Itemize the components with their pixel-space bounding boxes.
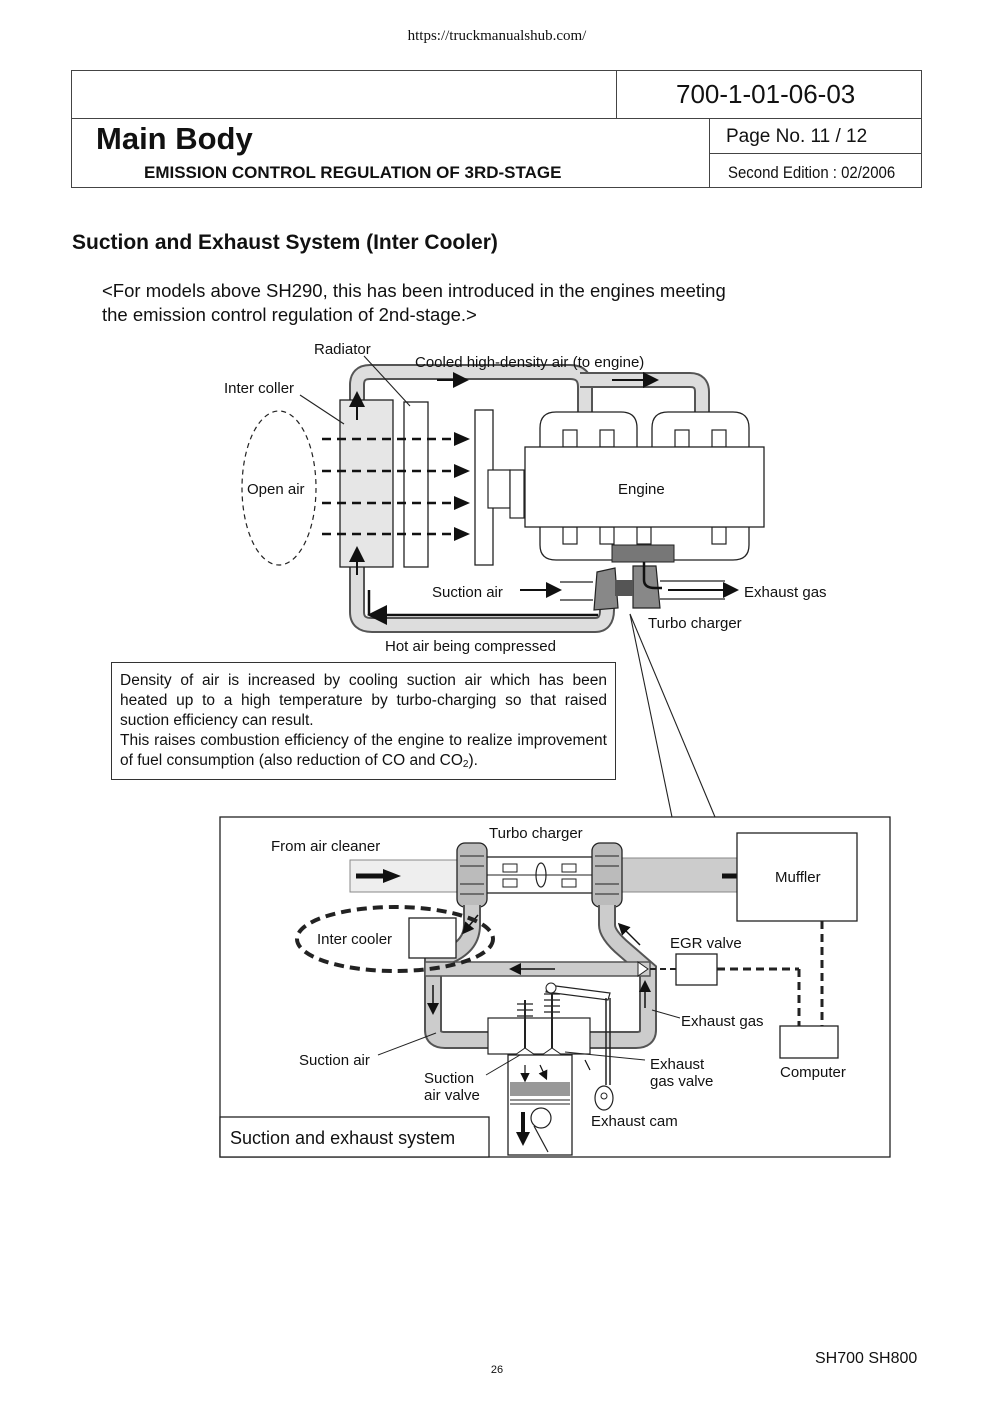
document-header: 700-1-01-06-03 Main Body EMISSION CONTRO… [71, 70, 922, 188]
label-muffler: Muffler [775, 869, 821, 886]
label-open-air: Open air [247, 481, 305, 498]
intro-line-1: <For models above SH290, this has been i… [102, 280, 726, 301]
note-paragraph-1: Density of air is increased by cooling s… [120, 672, 607, 729]
intro-line-2: the emission control regulation of 2nd-s… [102, 304, 477, 325]
label-inter-coller: Inter coller [224, 380, 294, 397]
label-egr-valve: EGR valve [670, 935, 742, 952]
label-suction-air: Suction air [432, 584, 503, 601]
footer-page-number: 26 [490, 1364, 504, 1376]
source-url[interactable]: https://truckmanualshub.com/ [407, 28, 587, 44]
label-engine: Engine [618, 481, 665, 498]
page-title: Main Body [96, 121, 253, 156]
label-suction-air-valve-line2: air valve [424, 1087, 480, 1104]
section-title: Suction and Exhaust System (Inter Cooler… [72, 231, 498, 254]
label-turbo-charger: Turbo charger [648, 615, 742, 632]
label-exhaust-gas-2: Exhaust gas [681, 1013, 764, 1030]
suction-exhaust-diagram: Turbo charger From air cleaner Muffler I… [219, 816, 891, 1158]
label-from-air-cleaner: From air cleaner [271, 838, 380, 855]
label-exhaust-gas: Exhaust gas [744, 584, 827, 601]
label-radiator: Radiator [314, 341, 371, 358]
document-number: 700-1-01-06-03 [676, 79, 856, 109]
label-inter-cooler: Inter cooler [317, 931, 392, 948]
note-paragraph-2: This raises combustion efficiency of the… [120, 732, 607, 770]
label-suction-air-valve-line1: Suction [424, 1070, 474, 1087]
label-exhaust-gas-valve-line2: gas valve [650, 1073, 713, 1090]
label-exhaust-cam: Exhaust cam [591, 1113, 678, 1130]
label-computer: Computer [780, 1064, 846, 1081]
label-turbo-charger-2: Turbo charger [489, 825, 583, 842]
intro-text: <For models above SH290, this has been i… [102, 279, 802, 327]
edition-label: Second Edition : 02/2006 [728, 163, 896, 182]
intercooler-diagram: Radiator Cooled high-density air (to eng… [224, 341, 827, 818]
page-subtitle: EMISSION CONTROL REGULATION OF 3RD-STAGE [144, 163, 562, 182]
diagram-caption: Suction and exhaust system [230, 1128, 455, 1148]
label-hot-air: Hot air being compressed [385, 638, 556, 655]
explanation-note: Density of air is increased by cooling s… [111, 662, 616, 780]
page-number: Page No. 11 / 12 [726, 126, 868, 147]
label-exhaust-gas-valve-line1: Exhaust [650, 1056, 705, 1073]
label-suction-air-2: Suction air [299, 1052, 370, 1069]
footer-model: SH700 SH800 [815, 1350, 918, 1367]
label-cooled-air: Cooled high-density air (to engine) [415, 354, 644, 371]
